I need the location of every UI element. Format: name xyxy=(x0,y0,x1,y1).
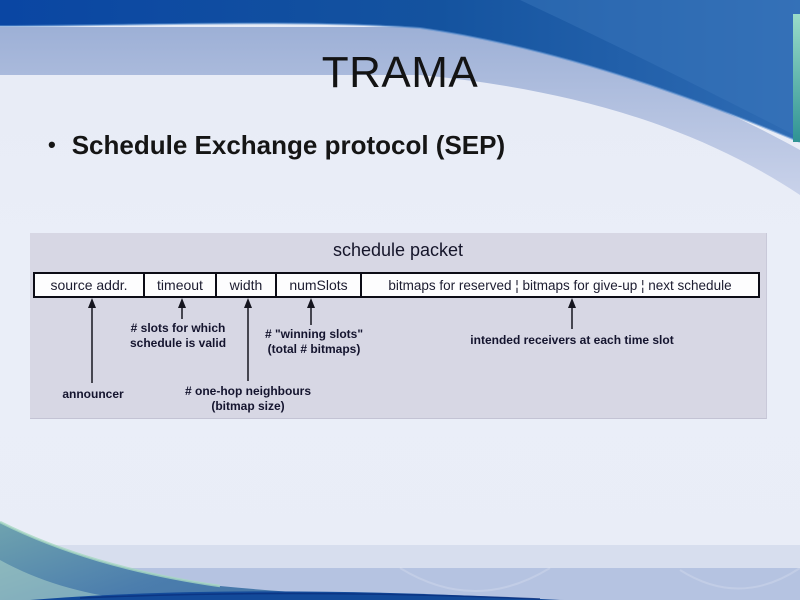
packet-field-bitmaps: bitmaps for reserved ¦ bitmaps for give-… xyxy=(360,274,758,296)
annotation-one-hop: # one-hop neighbours (bitmap size) xyxy=(185,384,311,414)
annotation-slots-valid: # slots for which schedule is valid xyxy=(130,321,226,351)
up-arrow-timeout xyxy=(178,298,186,319)
packet-field-numslots: numSlots xyxy=(275,274,360,296)
bullet-text: Schedule Exchange protocol (SEP) xyxy=(71,130,506,160)
bottom-swoosh-teal-edge xyxy=(0,520,221,588)
bottom-swoosh xyxy=(0,522,565,600)
bottom-decoration xyxy=(0,520,800,600)
annotation-winning-slots: # "winning slots" (total # bitmaps) xyxy=(265,327,363,357)
bullet-marker: • xyxy=(48,132,56,157)
up-arrow-numslots xyxy=(307,298,315,325)
annotation-arrows xyxy=(88,298,576,383)
bottom-green-glow xyxy=(0,560,130,600)
annotation-announcer-line1: announcer xyxy=(62,387,124,401)
up-arrow-bitmaps xyxy=(568,298,576,329)
annotation-one-hop-line1: # one-hop neighbours xyxy=(185,384,311,398)
bottom-band-dark xyxy=(0,568,800,600)
annotation-winning-slots-line2: (total # bitmaps) xyxy=(267,342,361,356)
packet-field-source-addr: source addr. xyxy=(35,274,143,296)
schedule-packet-diagram: schedule packet source addr. timeout wid… xyxy=(30,233,767,419)
annotation-slots-valid-line1: # slots for which xyxy=(130,321,226,335)
bottom-navy-sliver xyxy=(30,591,560,600)
slide-title: TRAMA xyxy=(321,48,479,97)
annotation-winning-slots-line1: # "winning slots" xyxy=(264,327,364,341)
packet-field-width: width xyxy=(215,274,275,296)
diagram-title: schedule packet xyxy=(332,240,464,260)
bottom-navy-line xyxy=(79,592,541,600)
bottom-band-light xyxy=(0,545,800,568)
top-decoration xyxy=(0,0,800,195)
packet-row: source addr. timeout width numSlots bitm… xyxy=(33,272,760,298)
bullet-item: • Schedule Exchange protocol (SEP) xyxy=(48,129,505,161)
up-arrow-width xyxy=(244,298,252,381)
packet-field-timeout: timeout xyxy=(143,274,215,296)
annotation-one-hop-line2: (bitmap size) xyxy=(211,399,285,413)
annotation-slots-valid-line2: schedule is valid xyxy=(129,336,227,350)
annotation-intended-receivers-line1: intended receivers at each time slot xyxy=(470,333,674,347)
annotation-intended-receivers: intended receivers at each time slot xyxy=(470,333,673,348)
up-arrow-source-addr xyxy=(88,298,96,383)
annotation-announcer: announcer xyxy=(62,387,123,402)
bottom-band-scallop xyxy=(399,567,800,592)
